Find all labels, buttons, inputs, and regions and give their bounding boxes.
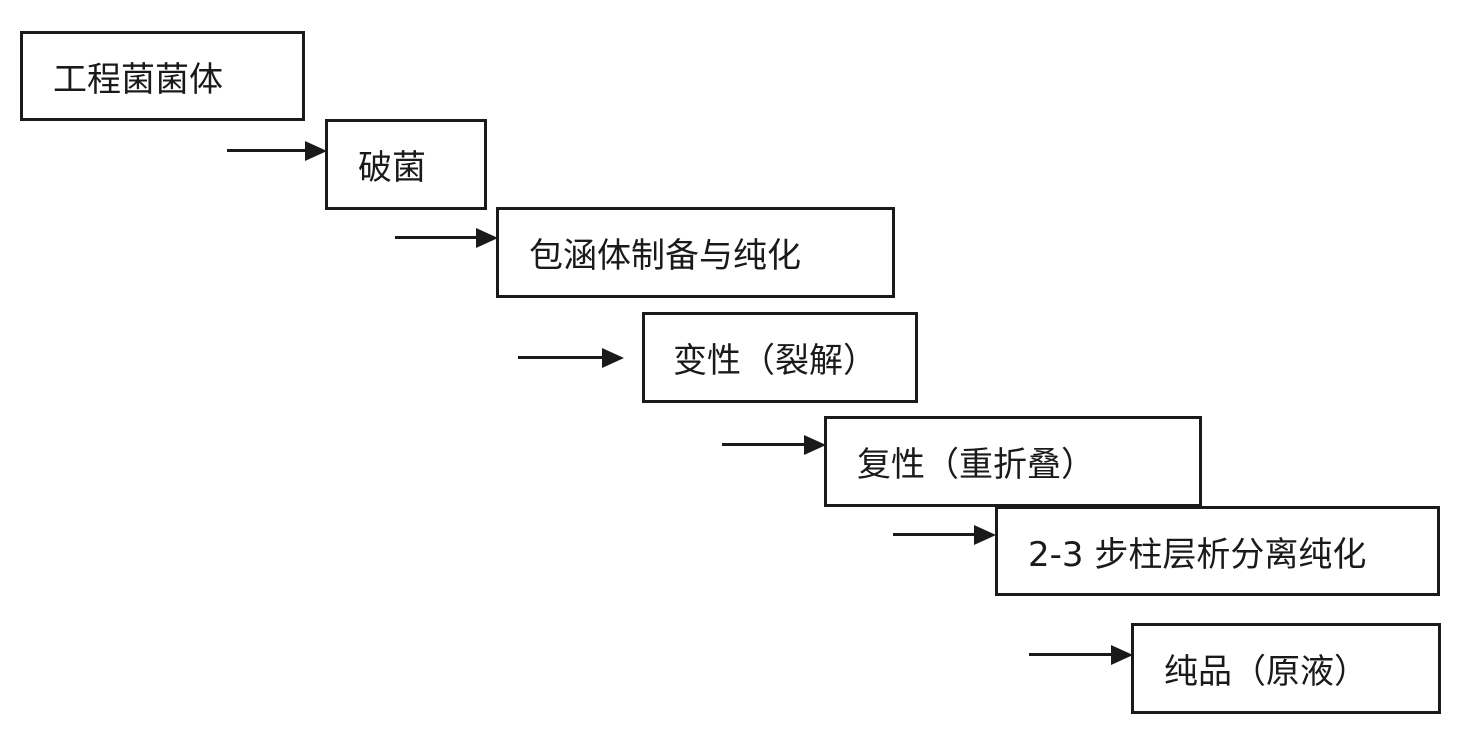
arrow-right-icon	[893, 525, 996, 545]
step-box-inclusion-body-prep: 包涵体制备与纯化	[496, 207, 895, 298]
step-box-engineered-bacteria: 工程菌菌体	[20, 31, 305, 121]
step-box-final-product: 纯品（原液）	[1131, 623, 1441, 714]
step-box-renaturation: 复性（重折叠）	[824, 416, 1202, 507]
step-label: 破菌	[358, 148, 426, 188]
arrow-right-icon	[1029, 645, 1133, 665]
step-label: 工程菌菌体	[53, 59, 223, 100]
step-label: 变性（裂解）	[673, 341, 877, 381]
step-label: 2-3 步柱层析分离纯化	[1028, 534, 1367, 575]
arrow-right-icon	[395, 228, 498, 248]
arrow-right-icon	[722, 435, 826, 455]
step-label: 包涵体制备与纯化	[529, 236, 801, 276]
arrow-right-icon	[518, 348, 624, 368]
arrow-right-icon	[227, 141, 327, 161]
step-box-denaturation: 变性（裂解）	[642, 312, 918, 403]
step-box-cell-lysis: 破菌	[325, 119, 487, 210]
step-label: 复性（重折叠）	[857, 445, 1095, 485]
step-label: 纯品（原液）	[1164, 652, 1368, 692]
step-box-column-chromatography: 2-3 步柱层析分离纯化	[995, 506, 1440, 596]
